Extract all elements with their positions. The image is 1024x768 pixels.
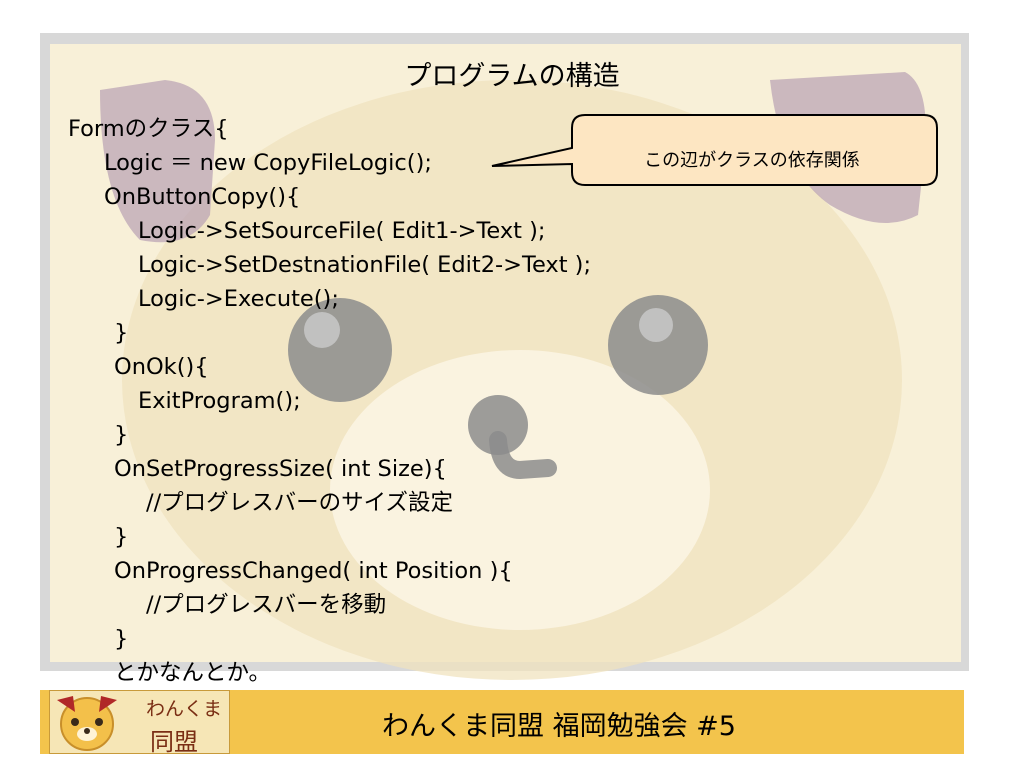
code-line: Logic->Execute();	[138, 286, 339, 312]
code-line: Logic->SetDestnationFile( Edit2->Text );	[138, 252, 592, 278]
code-line: }	[114, 320, 129, 346]
code-line: OnSetProgressSize( int Size){	[114, 456, 447, 482]
logo-text-top: わんくま	[146, 698, 223, 720]
code-line: Formのクラス{	[68, 116, 229, 142]
footer-title: わんくま同盟 福岡勉強会 #5	[382, 711, 736, 742]
logo-text-bottom: 同盟	[150, 728, 198, 756]
code-line: Logic ＝ new CopyFileLogic();	[104, 150, 432, 176]
code-line: //プログレスバーのサイズ設定	[146, 490, 453, 516]
code-line: ExitProgram();	[138, 388, 301, 414]
code-line: とかなんとか。	[114, 660, 272, 686]
code-line: Logic->SetSourceFile( Edit1->Text );	[138, 218, 546, 244]
code-line: OnProgressChanged( int Position ){	[114, 558, 513, 584]
code-line: }	[114, 422, 129, 448]
bear-face-icon	[57, 696, 117, 751]
code-line: //プログレスバーを移動	[146, 592, 387, 618]
code-line: }	[114, 626, 129, 652]
code-line: OnButtonCopy(){	[104, 184, 301, 210]
slide-title: プログラムの構造	[404, 61, 620, 92]
callout-text: この辺がクラスの依存関係	[644, 150, 860, 171]
code-line: }	[114, 524, 129, 550]
code-line: OnOk(){	[114, 354, 209, 380]
